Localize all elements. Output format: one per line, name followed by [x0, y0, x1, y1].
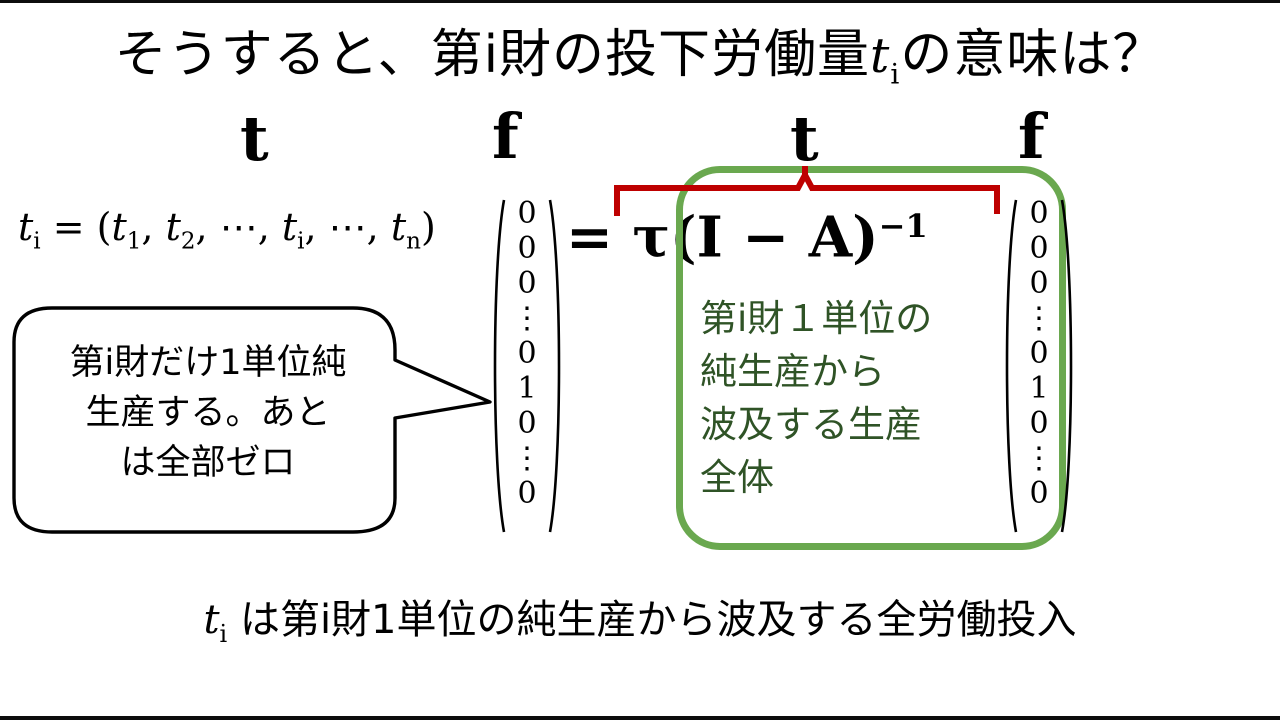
vector-entry: 1 — [1029, 371, 1049, 406]
vector-entry: 0 — [517, 336, 537, 371]
vector-entry: 0 — [1029, 231, 1049, 266]
vector-entry: ⋮ — [512, 441, 542, 476]
equation-tau: τ — [632, 204, 671, 271]
label-t-right: t — [790, 102, 819, 175]
vector-entry: 0 — [1029, 336, 1049, 371]
column-vector-left-entries: 0 0 0 ⋮ 0 1 0 ⋮ 0 — [488, 196, 566, 511]
row-vector-expression: ti = (t1, t2, ⋯, ti, ⋯, tn) — [18, 205, 436, 255]
vector-entry: 0 — [1029, 406, 1049, 441]
bottom-caption: ti は第i財1単位の純生産から波及する全労働投入 — [0, 595, 1280, 659]
bubble-text-line: 生産する。あと — [85, 393, 331, 433]
bubble-text-line: は全部ゼロ — [120, 443, 296, 483]
equation-body: (I − A) — [670, 204, 879, 271]
vector-entry: 0 — [517, 476, 537, 511]
vector-entry: 0 — [517, 406, 537, 441]
bottom-caption-variable: t — [203, 597, 220, 643]
vector-entry: ⋮ — [512, 301, 542, 336]
vector-entry: ⋮ — [1024, 301, 1054, 336]
bottom-caption-text: は第i財1単位の純生産から波及する全労働投入 — [227, 597, 1077, 643]
vector-entry: ⋮ — [1024, 441, 1054, 476]
row-vector-lhs-subscript: i — [33, 228, 41, 255]
row-vector-ellipsis-2: ⋯ — [328, 205, 367, 249]
vector-entry: 0 — [517, 196, 537, 231]
green-text-line: 波及する生産 — [700, 403, 922, 446]
row-vector-lhs: t — [18, 205, 34, 249]
equation-expression: = τ(I − A)−1 — [566, 196, 928, 268]
page-title: そうすると、第i財の投下労働量tiの意味は？ — [0, 26, 1280, 103]
title-prefix: そうすると、第i財の投下労働量 — [114, 25, 871, 85]
row-vector-equals: = — [52, 205, 85, 249]
title-variable: t — [870, 28, 891, 84]
bottom-caption-subscript: i — [219, 620, 228, 648]
vector-entry: 1 — [517, 371, 537, 406]
red-brace-icon — [614, 166, 1000, 216]
green-text-line: 純生産から — [700, 350, 885, 393]
column-vector-right-entries: 0 0 0 ⋮ 0 1 0 ⋮ 0 — [1000, 196, 1078, 511]
row-vector-close-paren: ) — [420, 205, 436, 249]
vector-entry: 0 — [517, 266, 537, 301]
bubble-text-line: 第i財だけ1単位純 — [69, 343, 347, 383]
vector-entry: 0 — [1029, 196, 1049, 231]
column-vector-left: 0 0 0 ⋮ 0 1 0 ⋮ 0 — [488, 196, 566, 536]
title-suffix: の意味は？ — [900, 25, 1166, 85]
green-box-text: 第i財１単位の 純生産から 波及する生産 全体 — [700, 292, 1030, 504]
row-vector-open-paren: ( — [96, 205, 112, 249]
label-f-right: f — [1018, 100, 1045, 173]
speech-bubble-shape — [12, 306, 492, 534]
bottom-edge-bar — [0, 716, 1280, 720]
row-vector-ellipsis-1: ⋯ — [219, 205, 258, 249]
equation-equals: = — [566, 204, 613, 271]
label-t-left: t — [240, 102, 269, 175]
top-edge-bar — [0, 0, 1280, 3]
vector-entry: 0 — [517, 231, 537, 266]
green-text-line: 全体 — [700, 456, 774, 499]
vector-entry: 0 — [1029, 476, 1049, 511]
title-variable-subscript: i — [890, 57, 901, 91]
vector-entry: 0 — [1029, 266, 1049, 301]
green-text-line: 第i財１単位の — [700, 297, 933, 340]
equation-exponent: −1 — [878, 207, 928, 245]
label-f-left: f — [492, 100, 519, 173]
column-vector-right: 0 0 0 ⋮ 0 1 0 ⋮ 0 — [1000, 196, 1078, 536]
speech-bubble-text: 第i財だけ1単位純 生産する。あと は全部ゼロ — [22, 338, 394, 488]
